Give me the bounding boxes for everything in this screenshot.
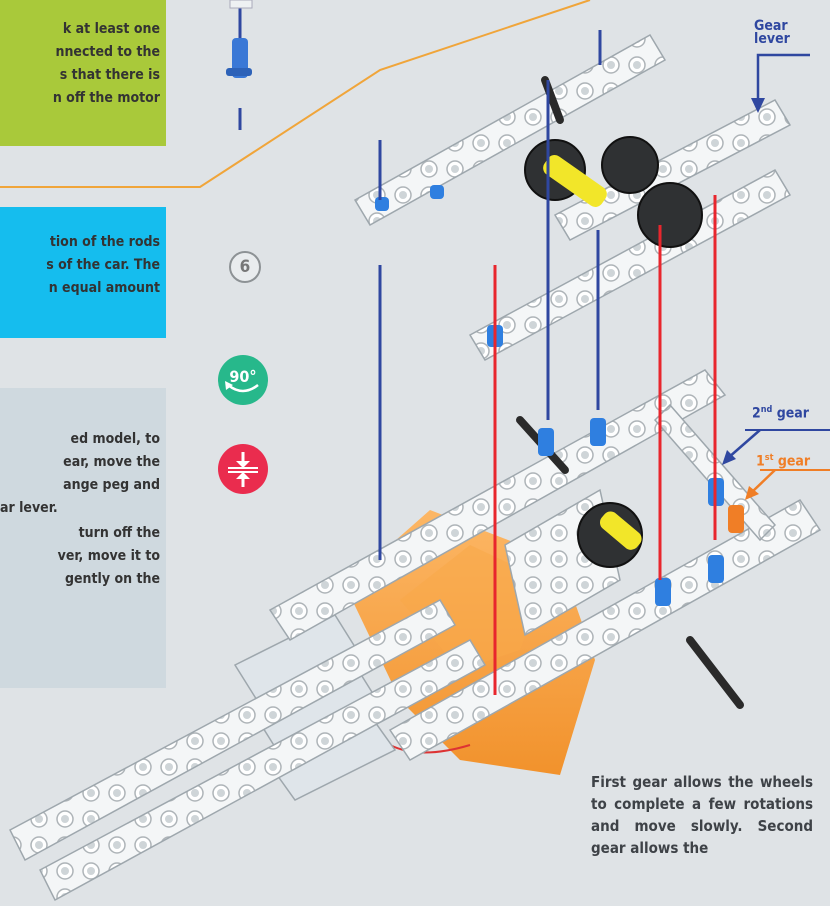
gearbox-beams [355,35,790,360]
first-gear-number: 1 [756,454,765,470]
second-gear-suffix: nd [761,405,773,415]
orange-peg [728,505,744,533]
first-gear-label: 1st gear [756,452,810,469]
first-gear-word: gear [778,454,810,470]
gear-lever-label: Gear lever [754,20,790,46]
press-together-icon [218,444,268,494]
step-number: 6 [229,251,261,283]
second-gear-number: 2 [752,406,761,422]
divider-line [0,0,590,187]
second-gear-word: gear [777,406,809,422]
gear-explanation-text: First gear allows the wheels to complete… [591,771,813,859]
rotate-label: 90° [218,367,268,386]
second-gear-label: 2nd gear [752,404,809,421]
rotate-90-icon: 90° [218,355,268,405]
first-gear-suffix: st [765,453,774,463]
gear-lever-arrow [758,55,810,100]
gear-lever-label-line2: lever [754,33,790,46]
